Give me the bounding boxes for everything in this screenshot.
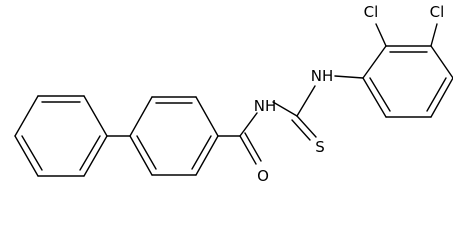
carbonyl-group <box>217 112 262 165</box>
benzoyl-ring <box>129 96 219 176</box>
oxygen-atom-label: O <box>257 167 269 185</box>
chlorine-upper-label: Cl <box>364 3 379 21</box>
chlorine-right-label: Cl <box>430 3 445 21</box>
dichlorophenyl-ring <box>362 45 453 118</box>
phenyl-ring <box>14 95 108 177</box>
acyl-nh-label: NH <box>254 97 277 115</box>
aryl-nh-label: NH <box>311 67 334 85</box>
aryl-nh-bond <box>334 75 364 79</box>
sulfur-atom-label: S <box>315 138 325 156</box>
thiocarbonyl-group <box>272 85 317 141</box>
chlorine-right-bond <box>430 23 438 47</box>
chlorine-upper-bond <box>375 23 387 47</box>
chemical-structure-diagram: O NH S NH Cl Cl <box>14 3 453 185</box>
